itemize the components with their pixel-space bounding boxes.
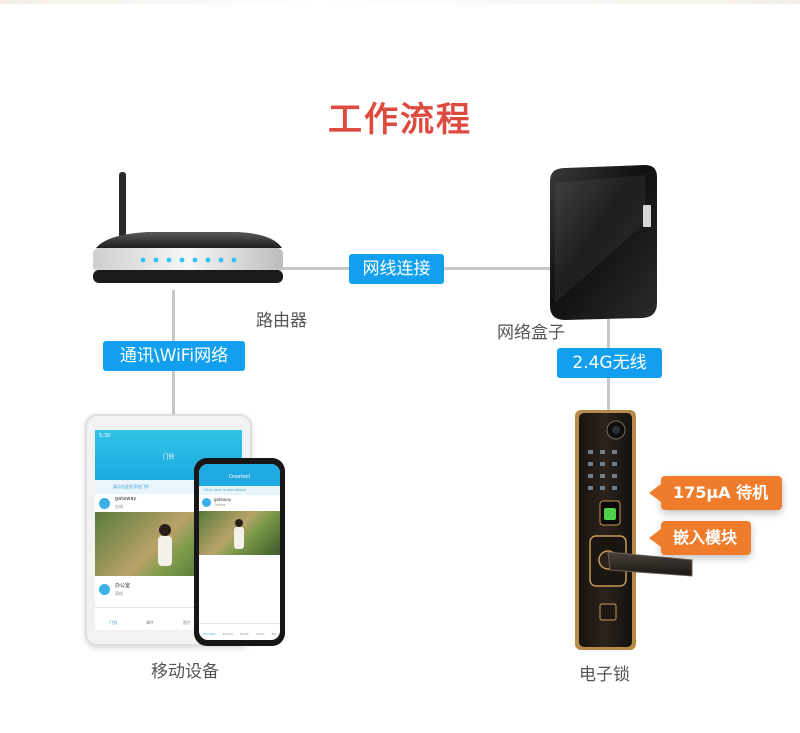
label-box-to-lock: 2.4G无线 <box>557 348 662 378</box>
phone-screen: Doorbell Click here to add device gatewa… <box>199 464 280 640</box>
tablet-tab-3[interactable]: 图片 <box>182 620 191 625</box>
tablet-status-time: 5:30 <box>99 433 111 439</box>
router-device <box>88 170 288 295</box>
label-router-to-box: 网线连接 <box>349 254 444 284</box>
router-icon <box>93 172 283 283</box>
phone-tab-4[interactable]: Video <box>256 632 265 636</box>
smart-lock-device <box>570 408 700 653</box>
diagram-title: 工作流程 <box>328 100 472 140</box>
tablet-device-2-status: 离线 <box>115 591 123 596</box>
tablet-tab-1[interactable]: 门铃 <box>109 620 118 625</box>
phone-add-notice[interactable]: Click here to add device <box>199 486 280 495</box>
tablet-header-title: 门铃 <box>162 454 175 461</box>
tablet-device-1-name: gateway <box>115 496 137 502</box>
person-photo-icon <box>234 519 244 549</box>
phone-device-status: Online <box>214 503 226 507</box>
device-icon <box>202 498 211 507</box>
label-router-to-mobile: 通讯\WiFi网络 <box>103 341 245 371</box>
module-callout: 嵌入模块 <box>648 521 752 555</box>
phone-tab-bar: Doorbell Events Photo Video Me <box>199 623 280 640</box>
phone-camera-photo <box>199 511 280 555</box>
phone-header-title: Doorbell <box>199 464 280 486</box>
phone-tab-5[interactable]: Me <box>271 632 277 636</box>
phone-tab-1[interactable]: Doorbell <box>202 632 216 636</box>
top-decor-strip <box>0 0 800 4</box>
mobile-caption: 移动设备 <box>151 662 219 682</box>
standby-callout: 175μA 待机 <box>648 476 783 510</box>
device-icon <box>99 498 110 509</box>
phone-tab-3[interactable]: Photo <box>240 632 249 636</box>
network-box-caption: 网络盒子 <box>497 323 565 343</box>
phone-device: Doorbell Click here to add device gatewa… <box>194 458 285 646</box>
phone-device-row[interactable]: gateway Online <box>199 495 280 511</box>
tablet-device-2-name: 办公室 <box>115 583 131 589</box>
smart-lock-caption: 电子锁 <box>579 665 630 685</box>
router-caption: 路由器 <box>256 311 307 331</box>
tablet-tab-2[interactable]: 事件 <box>146 620 155 625</box>
device-icon <box>99 584 110 595</box>
phone-device-name: gateway <box>214 497 232 502</box>
person-photo-icon <box>158 524 172 566</box>
phone-tab-2[interactable]: Events <box>222 632 233 636</box>
network-box-icon <box>550 165 657 320</box>
tablet-device-1-status: 在线 <box>115 504 123 509</box>
network-box-device <box>545 163 660 323</box>
smart-lock-icon <box>575 410 693 650</box>
